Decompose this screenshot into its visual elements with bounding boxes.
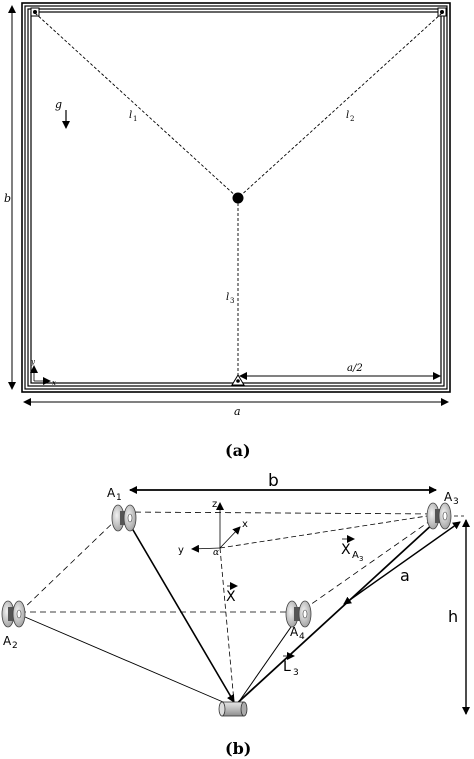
local-axis-x (219, 526, 241, 549)
local-axis-z-label: z (212, 499, 217, 510)
dimension-a-label-3d: a (400, 566, 410, 585)
label-a3: A (444, 490, 453, 504)
string-a4 (237, 613, 301, 704)
mass (232, 192, 244, 204)
caption-b: (b) (225, 739, 251, 758)
l1-subscript: 1 (133, 115, 137, 123)
l3-subscript: 3 (230, 297, 234, 305)
frame-outer (21, 2, 451, 393)
dashed-left-edge (19, 515, 121, 613)
dimension-a-half-label: a/2 (347, 363, 363, 374)
string-a1 (125, 517, 235, 703)
gravity-label: g (55, 98, 62, 111)
string-a3 (237, 515, 443, 704)
svg-text:3: 3 (293, 668, 299, 678)
svg-text:X: X (341, 542, 351, 558)
anchor-top-right (437, 7, 447, 17)
svg-text:A: A (352, 550, 359, 561)
label-a4: A (290, 625, 299, 639)
label-a1: A (107, 486, 116, 500)
l2-label: l (346, 110, 349, 121)
dashed-vector-x (219, 547, 235, 703)
label-a4-sub: 4 (299, 632, 305, 642)
l1-label: l (129, 110, 132, 121)
alpha-label: α (213, 548, 219, 558)
svg-text:X: X (226, 589, 236, 605)
dimension-a-label: a (234, 405, 241, 418)
vector-l3-label: L 3 (283, 652, 299, 678)
anchor-bottom (231, 374, 245, 386)
string-l2 (237, 12, 443, 199)
svg-text:L: L (283, 659, 291, 675)
pulley-a2 (1, 600, 26, 628)
label-a3-sub: 3 (453, 497, 459, 507)
frame-ring-3 (27, 8, 445, 387)
label-a2: A (3, 634, 12, 648)
local-axis-y (191, 544, 221, 553)
dimension-h-label: h (448, 607, 458, 626)
string-l1 (34, 12, 239, 199)
axis-y-label: y (30, 358, 36, 366)
local-axis-y-label: y (178, 545, 184, 556)
caption-a: (a) (225, 441, 251, 460)
pulley-a1 (111, 504, 137, 532)
panel-b: z x y α b a h A 1 A 2 A 3 A 4 X X A 3 (1, 471, 470, 758)
label-a2-sub: 2 (12, 641, 18, 651)
string-a2 (17, 613, 231, 706)
dimension-b-label: b (4, 192, 11, 205)
vector-x-label: X (226, 582, 238, 605)
cylinder-object (218, 701, 248, 717)
axis-x-label: x (52, 379, 56, 387)
svg-text:3: 3 (359, 555, 363, 563)
local-axis-x-label: x (242, 519, 248, 530)
dashed-right-edge (299, 513, 441, 613)
vector-l3-arrow (237, 516, 441, 703)
anchor-top-left (30, 7, 40, 17)
label-a1-sub: 1 (116, 493, 122, 503)
l2-subscript: 2 (350, 115, 354, 123)
l3-label: l (226, 292, 229, 303)
panel-a: g l 1 l 2 l 3 b a a/2 x y (a) (4, 2, 451, 460)
vector-xa3-label: X A 3 (341, 535, 363, 563)
frame-ring-2 (24, 5, 448, 390)
dashed-vector-xa3 (219, 513, 441, 549)
pulley-a4 (285, 600, 312, 628)
dimension-a-arrow-3d (343, 521, 461, 605)
dashed-top-edge (124, 511, 441, 515)
dimension-b-label-3d: b (268, 471, 279, 491)
pulley-a3 (426, 502, 452, 530)
